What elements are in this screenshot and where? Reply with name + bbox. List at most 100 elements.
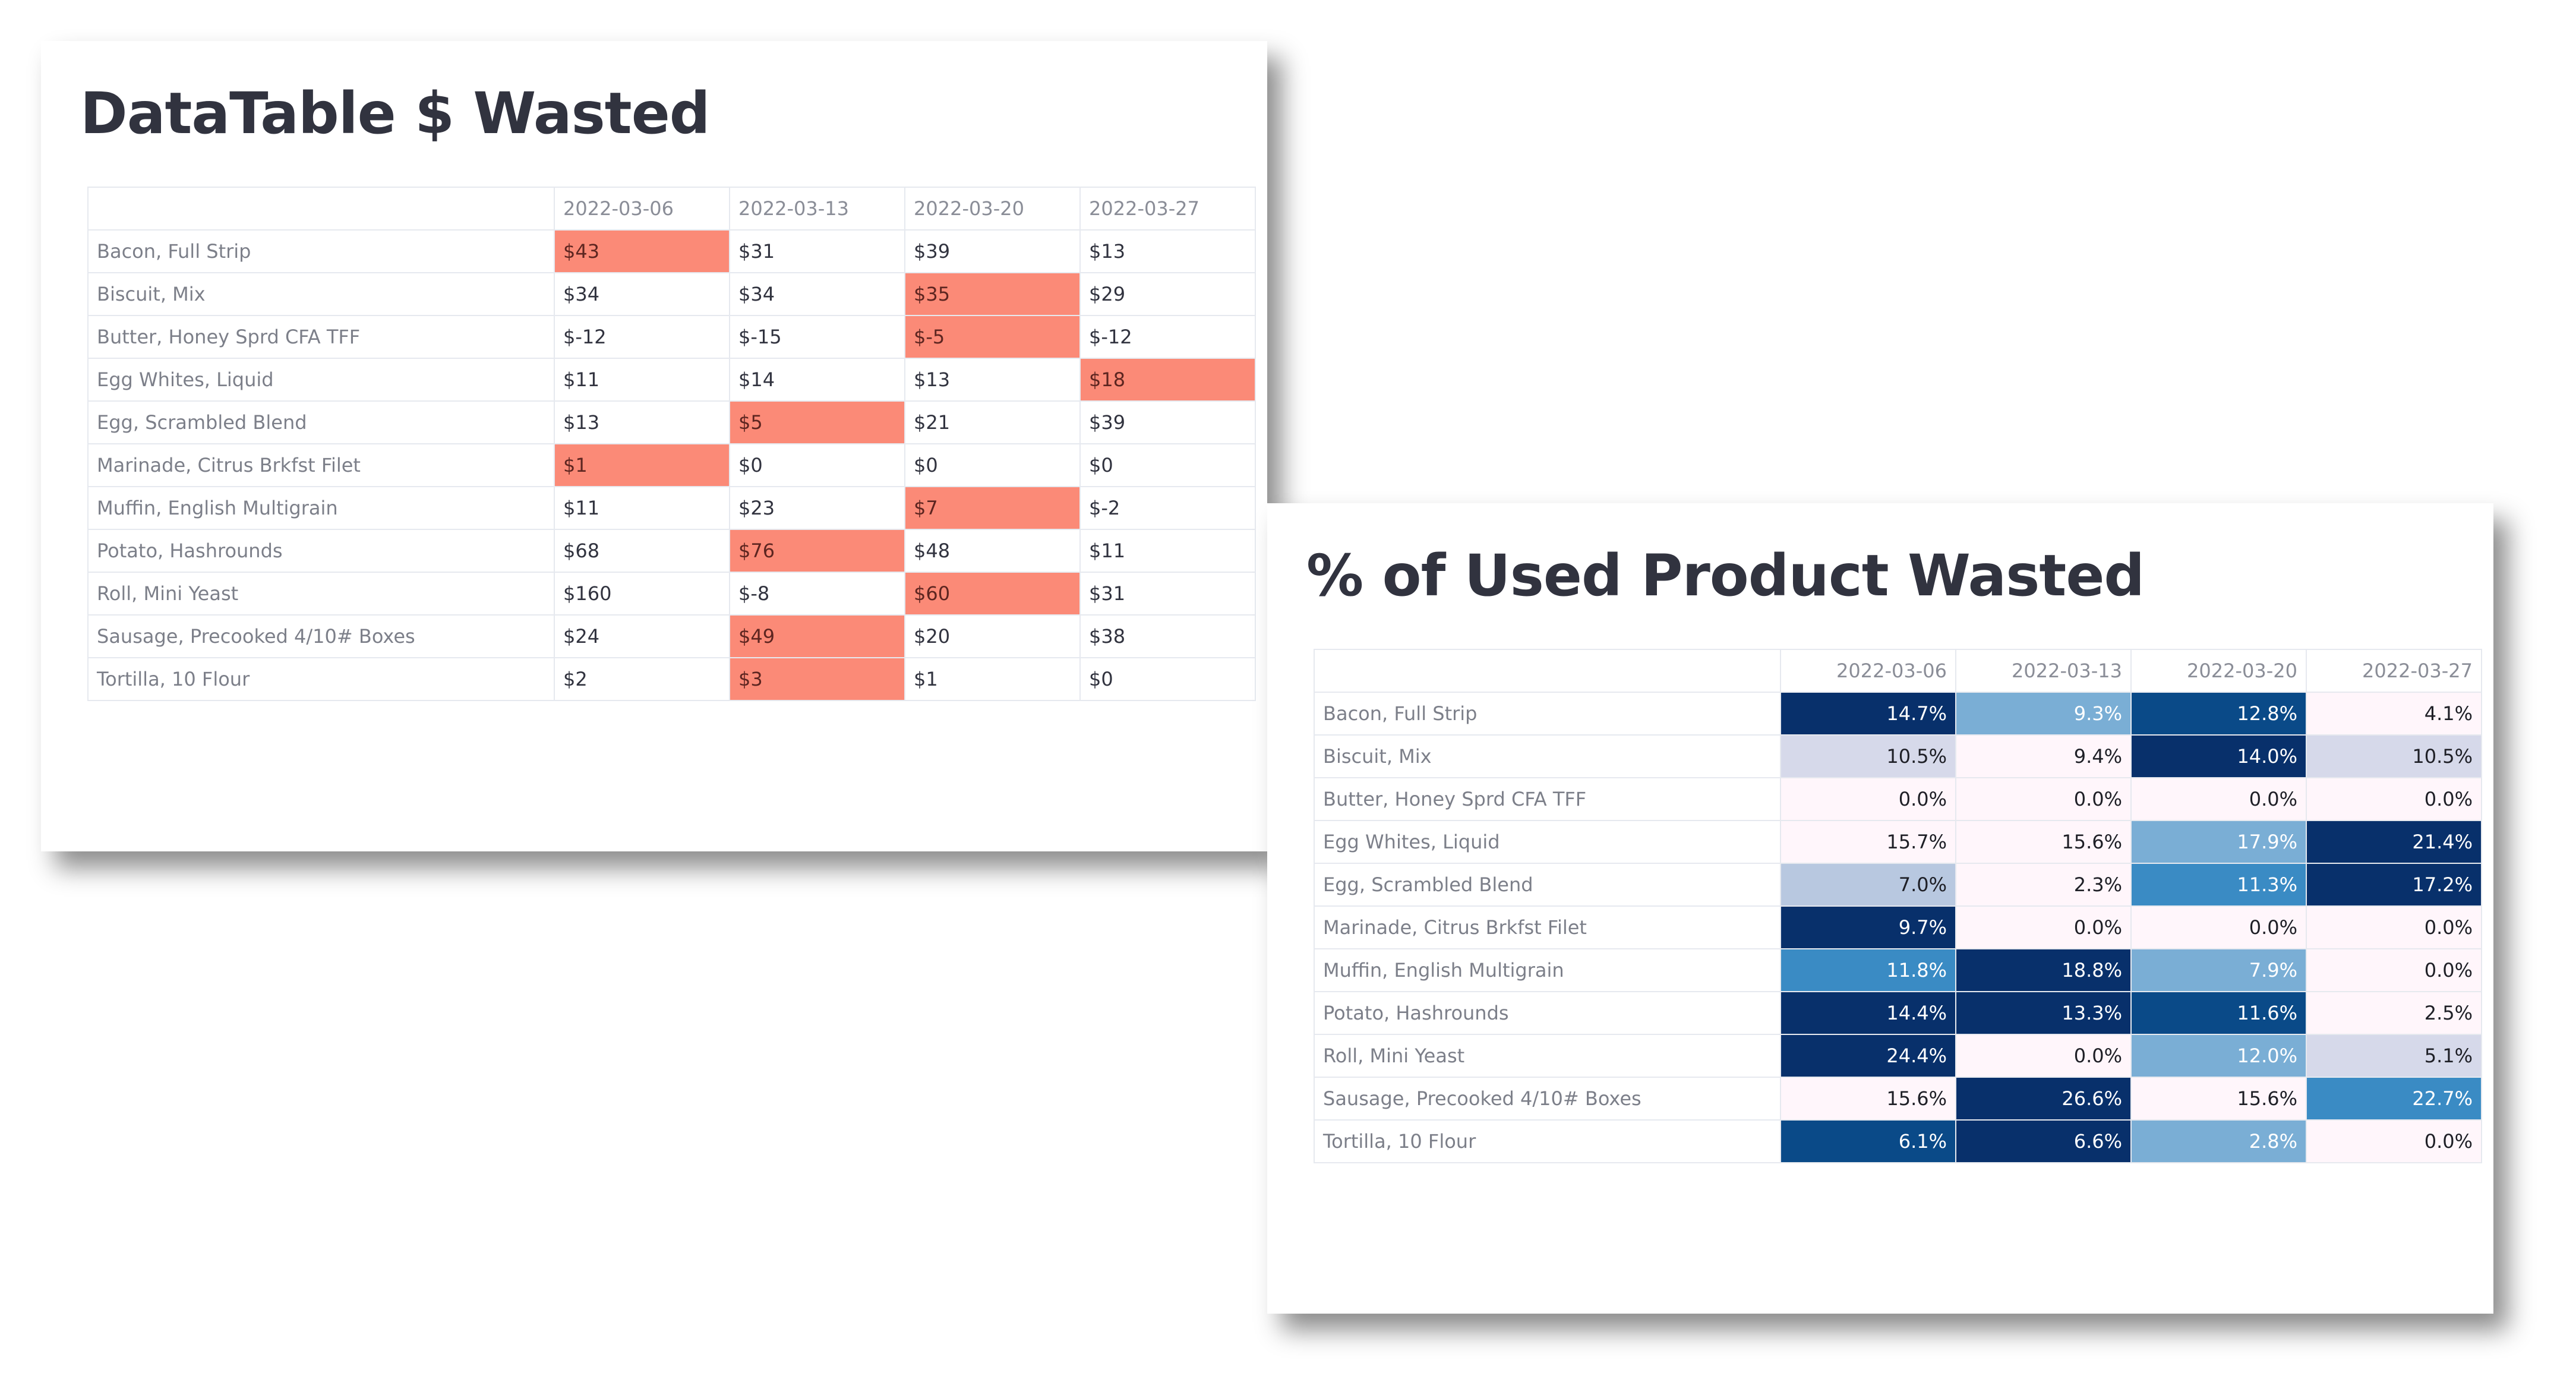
heatmap-cell[interactable]: 6.1% [1780, 1119, 1956, 1163]
table-cell[interactable]: $34 [729, 272, 905, 316]
highlighted-cell[interactable]: $49 [729, 614, 905, 658]
heatmap-cell[interactable]: 0.0% [2306, 1119, 2482, 1163]
table-cell[interactable]: $68 [554, 529, 730, 573]
table-cell[interactable]: $0 [1079, 443, 1256, 487]
table-cell[interactable]: $20 [904, 614, 1081, 658]
table-cell[interactable]: $11 [554, 486, 730, 530]
heatmap-cell[interactable]: 0.0% [2130, 777, 2307, 821]
heatmap-cell[interactable]: 0.0% [1955, 905, 2132, 949]
highlighted-cell[interactable]: $35 [904, 272, 1081, 316]
heatmap-cell[interactable]: 15.6% [1955, 820, 2132, 864]
table-cell[interactable]: $31 [729, 229, 905, 273]
heatmap-cell[interactable]: 2.5% [2306, 991, 2482, 1035]
highlighted-cell[interactable]: $7 [904, 486, 1081, 530]
heatmap-cell[interactable]: 0.0% [1955, 1034, 2132, 1078]
table-cell[interactable]: $-15 [729, 315, 905, 359]
column-header[interactable]: 2022-03-06 [1780, 649, 1956, 693]
table-cell[interactable]: $1 [904, 657, 1081, 701]
table-cell[interactable]: $31 [1079, 572, 1256, 616]
column-header[interactable]: 2022-03-27 [2306, 649, 2482, 693]
table-cell[interactable]: $-12 [1079, 315, 1256, 359]
heatmap-cell[interactable]: 22.7% [2306, 1077, 2482, 1121]
table-cell[interactable]: $2 [554, 657, 730, 701]
heatmap-cell[interactable]: 5.1% [2306, 1034, 2482, 1078]
heatmap-cell[interactable]: 15.6% [2130, 1077, 2307, 1121]
table-cell[interactable]: $13 [1079, 229, 1256, 273]
table-cell[interactable]: $0 [904, 443, 1081, 487]
heatmap-cell[interactable]: 9.7% [1780, 905, 1956, 949]
highlighted-cell[interactable]: $43 [554, 229, 730, 273]
table-cell[interactable]: $-12 [554, 315, 730, 359]
heatmap-cell[interactable]: 18.8% [1955, 948, 2132, 992]
table-cell[interactable]: $39 [904, 229, 1081, 273]
table-cell[interactable]: $24 [554, 614, 730, 658]
heatmap-cell[interactable]: 14.0% [2130, 734, 2307, 778]
highlighted-cell[interactable]: $76 [729, 529, 905, 573]
column-header[interactable]: 2022-03-20 [904, 187, 1081, 231]
column-header[interactable]: 2022-03-20 [2130, 649, 2307, 693]
heatmap-cell[interactable]: 21.4% [2306, 820, 2482, 864]
highlighted-cell[interactable]: $1 [554, 443, 730, 487]
heatmap-cell[interactable]: 4.1% [2306, 692, 2482, 736]
heatmap-cell[interactable]: 24.4% [1780, 1034, 1956, 1078]
heatmap-cell[interactable]: 0.0% [2130, 905, 2307, 949]
table-cell[interactable]: $13 [904, 358, 1081, 402]
column-header[interactable]: 2022-03-06 [554, 187, 730, 231]
heatmap-cell[interactable]: 12.8% [2130, 692, 2307, 736]
heatmap-cell[interactable]: 17.9% [2130, 820, 2307, 864]
table-cell[interactable]: $13 [554, 400, 730, 444]
heatmap-cell[interactable]: 7.9% [2130, 948, 2307, 992]
heatmap-cell[interactable]: 12.0% [2130, 1034, 2307, 1078]
heatmap-cell[interactable]: 0.0% [1780, 777, 1956, 821]
heatmap-cell[interactable]: 17.2% [2306, 863, 2482, 907]
heatmap-cell[interactable]: 7.0% [1780, 863, 1956, 907]
table-cell[interactable]: $39 [1079, 400, 1256, 444]
dollar-wasted-table[interactable]: 2022-03-06 2022-03-13 2022-03-20 2022-03… [87, 187, 1256, 701]
heatmap-cell[interactable]: 9.4% [1955, 734, 2132, 778]
table-cell[interactable]: $160 [554, 572, 730, 616]
table-cell[interactable]: $0 [1079, 657, 1256, 701]
heatmap-cell[interactable]: 10.5% [1780, 734, 1956, 778]
column-header[interactable]: 2022-03-13 [1955, 649, 2132, 693]
heatmap-cell[interactable]: 0.0% [1955, 777, 2132, 821]
percent-wasted-table[interactable]: 2022-03-06 2022-03-13 2022-03-20 2022-03… [1314, 649, 2482, 1163]
heatmap-cell[interactable]: 15.7% [1780, 820, 1956, 864]
table-cell[interactable]: $-8 [729, 572, 905, 616]
heatmap-cell[interactable]: 14.4% [1780, 991, 1956, 1035]
table-cell[interactable]: $23 [729, 486, 905, 530]
column-header[interactable]: 2022-03-13 [729, 187, 905, 231]
heatmap-cell[interactable]: 11.6% [2130, 991, 2307, 1035]
highlighted-cell[interactable]: $-5 [904, 315, 1081, 359]
heatmap-cell[interactable]: 11.3% [2130, 863, 2307, 907]
heatmap-cell[interactable]: 10.5% [2306, 734, 2482, 778]
heatmap-cell[interactable]: 9.3% [1955, 692, 2132, 736]
table-cell[interactable]: $48 [904, 529, 1081, 573]
table-cell[interactable]: $29 [1079, 272, 1256, 316]
header-row: 2022-03-06 2022-03-13 2022-03-20 2022-03… [87, 187, 1256, 231]
heatmap-cell[interactable]: 14.7% [1780, 692, 1956, 736]
heatmap-cell[interactable]: 11.8% [1780, 948, 1956, 992]
table-row: Biscuit, Mix$34$34$35$29 [87, 272, 1256, 316]
heatmap-cell[interactable]: 6.6% [1955, 1119, 2132, 1163]
heatmap-cell[interactable]: 0.0% [2306, 905, 2482, 949]
table-cell[interactable]: $14 [729, 358, 905, 402]
table-cell[interactable]: $0 [729, 443, 905, 487]
highlighted-cell[interactable]: $18 [1079, 358, 1256, 402]
heatmap-cell[interactable]: 15.6% [1780, 1077, 1956, 1121]
table-cell[interactable]: $11 [554, 358, 730, 402]
table-cell[interactable]: $38 [1079, 614, 1256, 658]
highlighted-cell[interactable]: $5 [729, 400, 905, 444]
heatmap-cell[interactable]: 2.3% [1955, 863, 2132, 907]
heatmap-cell[interactable]: 26.6% [1955, 1077, 2132, 1121]
heatmap-cell[interactable]: 2.8% [2130, 1119, 2307, 1163]
table-cell[interactable]: $-2 [1079, 486, 1256, 530]
column-header[interactable]: 2022-03-27 [1079, 187, 1256, 231]
highlighted-cell[interactable]: $60 [904, 572, 1081, 616]
table-cell[interactable]: $34 [554, 272, 730, 316]
heatmap-cell[interactable]: 0.0% [2306, 777, 2482, 821]
heatmap-cell[interactable]: 13.3% [1955, 991, 2132, 1035]
highlighted-cell[interactable]: $3 [729, 657, 905, 701]
table-cell[interactable]: $21 [904, 400, 1081, 444]
heatmap-cell[interactable]: 0.0% [2306, 948, 2482, 992]
table-cell[interactable]: $11 [1079, 529, 1256, 573]
